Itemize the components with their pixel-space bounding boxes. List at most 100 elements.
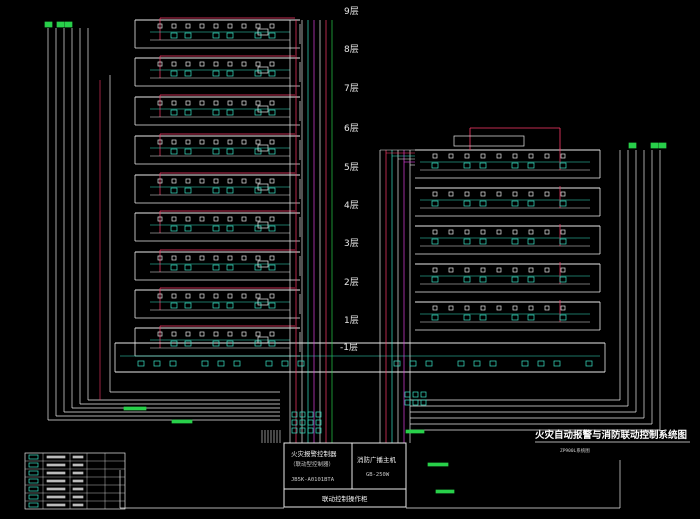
module-icon <box>448 305 454 311</box>
module-icon <box>137 360 145 367</box>
module-icon <box>257 221 269 229</box>
module-icon <box>226 302 234 309</box>
module-icon <box>199 61 205 67</box>
module-icon <box>227 216 233 222</box>
module-icon <box>463 314 471 321</box>
module-icon <box>393 360 401 367</box>
label-block <box>405 429 425 434</box>
module-icon <box>226 109 234 116</box>
drawing-subtitle: ZP900L系统图 <box>560 447 590 454</box>
module-icon <box>199 255 205 261</box>
module-icon <box>464 191 470 197</box>
module-icon <box>544 305 550 311</box>
module-icon <box>268 148 276 155</box>
label-block <box>435 489 455 494</box>
floor-label: 7层 <box>344 83 359 94</box>
module-icon <box>432 267 438 273</box>
module-icon <box>291 411 298 418</box>
module-icon <box>480 153 486 159</box>
module-icon <box>528 229 534 235</box>
module-icon <box>512 191 518 197</box>
module-icon <box>512 305 518 311</box>
module-icon <box>527 314 535 321</box>
module-icon <box>157 216 163 222</box>
module-icon <box>226 70 234 77</box>
module-icon <box>170 187 178 194</box>
module-icon <box>559 162 567 169</box>
module-icon <box>479 238 487 245</box>
legend-text-block <box>72 487 84 491</box>
module-icon <box>241 293 247 299</box>
module-icon <box>213 293 219 299</box>
module-icon <box>199 100 205 106</box>
module-icon <box>528 191 534 197</box>
module-icon <box>315 411 322 418</box>
module-icon <box>170 225 178 232</box>
module-icon <box>171 23 177 29</box>
module-icon <box>213 61 219 67</box>
module-icon <box>489 360 497 367</box>
module-icon <box>457 360 465 367</box>
module-icon <box>255 331 261 337</box>
module-icon <box>420 399 427 406</box>
floor-label: 1层 <box>344 315 359 326</box>
module-icon <box>431 162 439 169</box>
module-icon <box>170 264 178 271</box>
module-icon <box>227 293 233 299</box>
module-icon <box>464 229 470 235</box>
module-icon <box>171 178 177 184</box>
module-icon <box>185 139 191 145</box>
module-icon <box>255 139 261 145</box>
module-icon <box>315 427 322 434</box>
module-icon <box>170 32 178 39</box>
module-icon <box>170 148 178 155</box>
legend-frame <box>24 452 126 510</box>
module-icon <box>212 148 220 155</box>
module-icon <box>512 229 518 235</box>
module-icon <box>544 267 550 273</box>
legend-text-block <box>46 463 66 467</box>
module-icon <box>269 100 275 106</box>
module-icon <box>227 255 233 261</box>
module-icon <box>212 340 220 347</box>
module-icon <box>255 255 261 261</box>
legend-text-block <box>72 495 84 499</box>
module-icon <box>268 109 276 116</box>
legend-text-block <box>46 471 66 475</box>
module-icon <box>257 260 269 268</box>
module-icon <box>227 100 233 106</box>
module-icon <box>463 162 471 169</box>
module-icon <box>268 32 276 39</box>
module-icon <box>241 178 247 184</box>
module-icon <box>185 216 191 222</box>
legend-text-block <box>46 455 66 459</box>
module-icon <box>257 105 269 113</box>
module-icon <box>255 100 261 106</box>
module-icon <box>226 340 234 347</box>
module-icon <box>171 139 177 145</box>
module-icon <box>227 178 233 184</box>
legend-symbol <box>28 462 39 468</box>
module-icon <box>255 61 261 67</box>
module-icon <box>184 148 192 155</box>
module-icon <box>265 360 273 367</box>
module-icon <box>269 255 275 261</box>
floor-labels: 9层 8层 7层 6层 5层 4层 3层 2层 1层 -1层 <box>340 6 359 353</box>
module-icon <box>448 153 454 159</box>
legend-table <box>24 452 126 510</box>
linkage-panel-box: 联动控制操作柜 <box>283 488 407 508</box>
module-icon <box>201 360 209 367</box>
module-icon <box>299 427 306 434</box>
legend-text-block <box>46 487 66 491</box>
module-icon <box>212 302 220 309</box>
module-icon <box>553 360 561 367</box>
module-icon <box>184 340 192 347</box>
module-icon <box>227 331 233 337</box>
module-icon <box>171 100 177 106</box>
module-icon <box>226 264 234 271</box>
module-icon <box>269 23 275 29</box>
module-icon <box>291 427 298 434</box>
module-icon <box>241 61 247 67</box>
module-icon <box>511 276 519 283</box>
module-icon <box>527 200 535 207</box>
